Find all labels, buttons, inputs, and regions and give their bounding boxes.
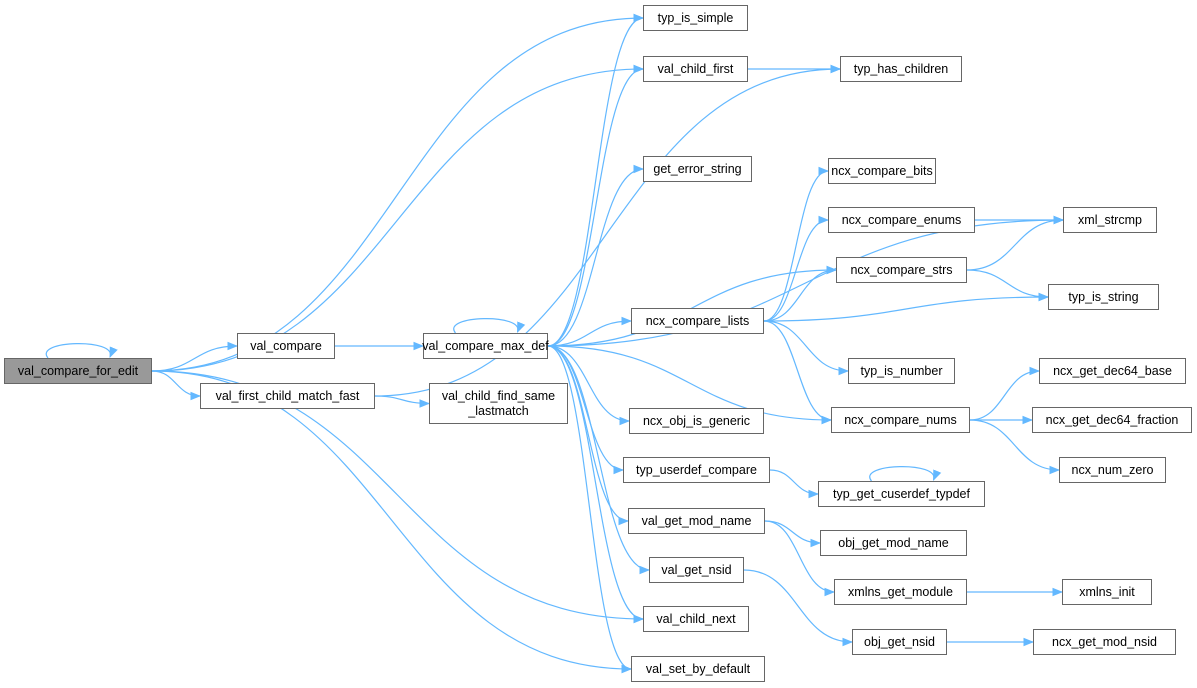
call-edge-val_get_nsid-to-obj_get_nsid — [743, 569, 854, 647]
graph-node-ncx-compare-nums[interactable]: ncx_compare_nums — [831, 407, 970, 433]
call-edge-val_compare_for_edit-to-val_compare — [151, 341, 239, 372]
graph-node-val-compare[interactable]: val_compare — [237, 333, 335, 359]
graph-node-typ-userdef-compare[interactable]: typ_userdef_compare — [623, 457, 770, 483]
call-edge-val_compare_max_def-to-val_set_by_default — [547, 345, 633, 674]
graph-node-val-get-nsid[interactable]: val_get_nsid — [649, 557, 744, 583]
graph-node-val-compare-max-def[interactable]: val_compare_max_def — [422, 333, 549, 359]
call-edge-ncx_compare_lists-to-ncx_compare_nums — [763, 320, 833, 425]
graph-node-ncx-compare-lists[interactable]: ncx_compare_lists — [631, 308, 764, 334]
call-edge-typ_userdef_compare-to-typ_get_cuserdef_typdef — [769, 469, 820, 499]
call-edge-val_compare_max_def-to-ncx_compare_nums — [547, 345, 833, 425]
graph-node-ncx-compare-strs[interactable]: ncx_compare_strs — [836, 257, 967, 283]
graph-node-val-compare-for-edit[interactable]: val_compare_for_edit — [4, 358, 152, 384]
graph-node-typ-is-number[interactable]: typ_is_number — [848, 358, 955, 384]
graph-node-typ-is-simple[interactable]: typ_is_simple — [643, 5, 748, 31]
graph-node-obj-get-mod-name[interactable]: obj_get_mod_name — [820, 530, 967, 556]
call-edge-val_get_mod_name-to-obj_get_mod_name — [764, 520, 822, 548]
call-edge-val_first_child_match_fast-to-val_child_find_same_lastmatch — [374, 395, 431, 408]
graph-node-obj-get-nsid[interactable]: obj_get_nsid — [852, 629, 947, 655]
call-edge-val_compare_max_def-to-val_child_next — [547, 345, 645, 624]
call-edge-val_first_child_match_fast-to-typ_has_children — [374, 64, 842, 397]
graph-node-xml-strcmp[interactable]: xml_strcmp — [1063, 207, 1157, 233]
graph-node-typ-get-cuserdef-typdef[interactable]: typ_get_cuserdef_typdef — [818, 481, 985, 507]
graph-node-get-error-string[interactable]: get_error_string — [643, 156, 752, 182]
graph-node-ncx-compare-bits[interactable]: ncx_compare_bits — [828, 158, 936, 184]
graph-node-ncx-obj-is-generic[interactable]: ncx_obj_is_generic — [629, 408, 764, 434]
call-edge-typ_get_cuserdef_typdef-to-typ_get_cuserdef_typdef — [869, 466, 942, 482]
graph-node-typ-has-children[interactable]: typ_has_children — [840, 56, 962, 82]
graph-node-val-child-next[interactable]: val_child_next — [643, 606, 749, 632]
call-edge-val_compare_for_edit-to-val_compare_for_edit — [45, 343, 118, 359]
graph-node-typ-is-string[interactable]: typ_is_string — [1048, 284, 1159, 310]
call-edge-val_compare_max_def-to-val_get_nsid — [547, 345, 651, 575]
call-edge-ncx_compare_lists-to-ncx_compare_bits — [763, 166, 830, 322]
graph-node-val-get-mod-name[interactable]: val_get_mod_name — [628, 508, 765, 534]
call-edge-val_compare_for_edit-to-val_first_child_match_fast — [151, 370, 202, 401]
graph-node-val-set-by-default[interactable]: val_set_by_default — [631, 656, 765, 682]
call-edge-val_compare_max_def-to-xml_strcmp — [547, 215, 1065, 347]
call-edge-val_compare_max_def-to-ncx_compare_lists — [547, 316, 633, 347]
call-edge-ncx_compare_lists-to-typ_is_string — [763, 292, 1050, 322]
call-edge-val_compare_for_edit-to-val_child_first — [151, 64, 645, 372]
graph-node-ncx-get-mod-nsid[interactable]: ncx_get_mod_nsid — [1033, 629, 1176, 655]
call-edge-ncx_compare_strs-to-xml_strcmp — [966, 215, 1065, 271]
call-edge-val_compare_max_def-to-ncx_obj_is_generic — [547, 345, 631, 426]
call-edge-ncx_compare_lists-to-typ_is_number — [763, 320, 850, 376]
call-edge-val_compare_max_def-to-get_error_string — [547, 164, 645, 347]
graph-node-ncx-get-dec64-base[interactable]: ncx_get_dec64_base — [1039, 358, 1186, 384]
graph-node-val-child-find-same-lastmatch[interactable]: val_child_find_same _lastmatch — [429, 383, 568, 424]
call-edge-ncx_compare_strs-to-typ_is_string — [966, 269, 1050, 302]
call-edge-ncx_compare_nums-to-ncx_num_zero — [969, 419, 1061, 475]
graph-node-val-child-first[interactable]: val_child_first — [643, 56, 748, 82]
graph-node-ncx-compare-enums[interactable]: ncx_compare_enums — [828, 207, 975, 233]
call-edge-val_get_mod_name-to-xmlns_get_module — [764, 520, 836, 597]
call-edge-ncx_compare_lists-to-ncx_compare_enums — [763, 215, 830, 322]
call-edge-val_compare_max_def-to-val_child_first — [547, 64, 645, 347]
graph-node-xmlns-get-module[interactable]: xmlns_get_module — [834, 579, 967, 605]
call-edge-val_compare_max_def-to-typ_is_simple — [547, 13, 645, 347]
call-edge-ncx_compare_nums-to-ncx_get_dec64_base — [969, 366, 1041, 421]
graph-node-val-first-child-match-fast[interactable]: val_first_child_match_fast — [200, 383, 375, 409]
call-edge-ncx_compare_lists-to-ncx_compare_strs — [763, 265, 838, 322]
graph-node-xmlns-init[interactable]: xmlns_init — [1062, 579, 1152, 605]
graph-node-ncx-num-zero[interactable]: ncx_num_zero — [1059, 457, 1166, 483]
call-edge-val_compare_max_def-to-val_compare_max_def — [453, 318, 526, 334]
graph-node-ncx-get-dec64-fraction[interactable]: ncx_get_dec64_fraction — [1032, 407, 1192, 433]
